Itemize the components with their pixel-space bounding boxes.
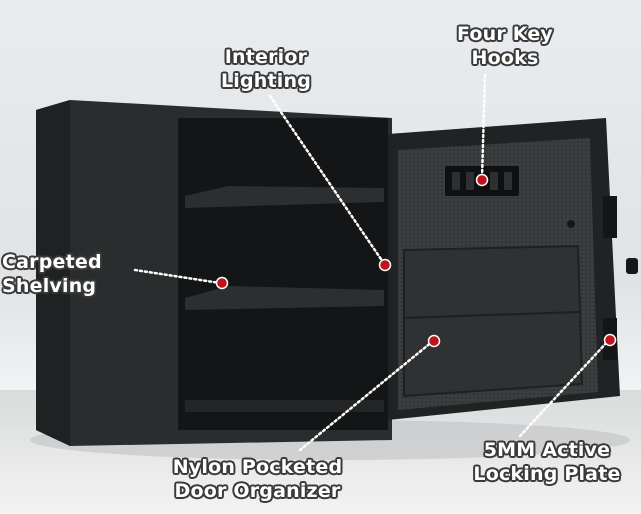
callout-line: Carpeted — [2, 251, 102, 273]
locking-bolt-upper — [603, 196, 617, 238]
marker-interior-lighting — [378, 258, 392, 272]
marker-locking-plate — [603, 333, 617, 347]
feature-markers — [215, 173, 617, 348]
callout-interior-lighting: Interior Lighting — [206, 45, 326, 93]
callout-door-organizer: Nylon Pocketed Door Organizer — [150, 455, 365, 503]
callout-line: Shelving — [2, 275, 97, 297]
marker-door-organizer — [427, 334, 441, 348]
door-pocket-upper — [403, 244, 582, 320]
callout-carpeted-shelving: Carpeted Shelving — [2, 250, 122, 298]
door-handle — [626, 258, 638, 274]
callout-key-hooks: Four Key Hooks — [440, 22, 570, 70]
callout-line: Door Organizer — [174, 480, 341, 502]
safe-door — [388, 118, 638, 420]
callout-line: Locking Plate — [473, 463, 621, 485]
leader-lines — [133, 73, 611, 452]
callout-line: Lighting — [220, 70, 312, 92]
callout-line: Hooks — [471, 47, 539, 69]
callout-locking-plate: 5MM Active Locking Plate — [462, 438, 632, 486]
marker-carpeted-shelving — [215, 276, 229, 290]
callout-line: Four Key — [456, 23, 554, 45]
callout-line: Interior — [224, 46, 308, 68]
marker-key-hooks — [475, 173, 489, 187]
safe-body — [36, 100, 392, 446]
door-pocket-lower — [403, 310, 584, 398]
callout-line: 5MM Active — [483, 439, 611, 461]
callout-line: Nylon Pocketed — [172, 456, 343, 478]
